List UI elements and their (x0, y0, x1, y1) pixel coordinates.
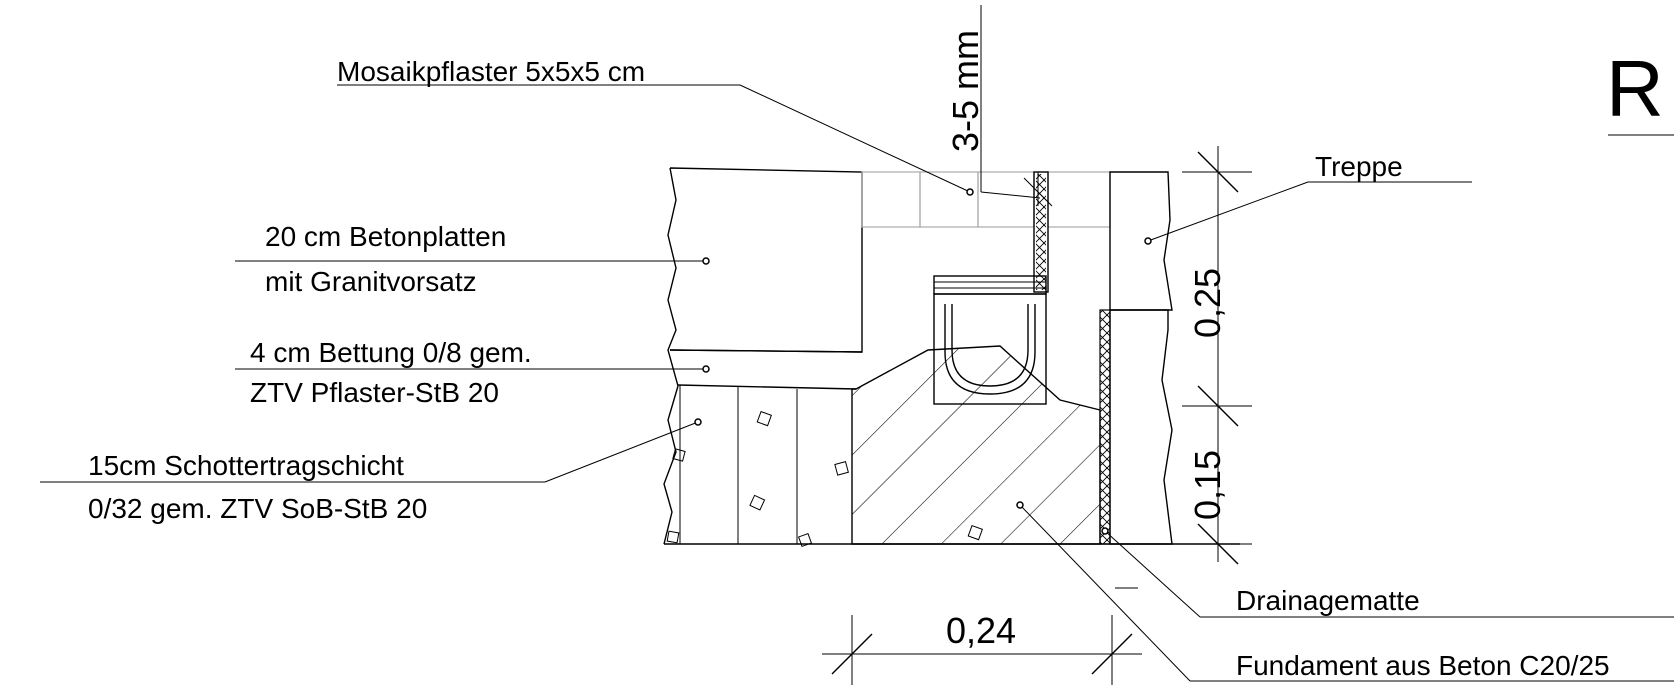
label-gravel-1: 15cm Schottertragschicht (88, 450, 404, 481)
label-foundation: Fundament aus Beton C20/25 (1236, 650, 1610, 681)
gravel-base-layer (663, 384, 857, 548)
label-concrete-slab-1: 20 cm Betonplatten (265, 221, 506, 252)
dimension-lines (822, 146, 1252, 685)
label-joint-gap: 3-5 mm (945, 30, 986, 152)
drainage-channel (933, 171, 1049, 405)
label-bedding-1: 4 cm Bettung 0/8 gem. (250, 337, 532, 368)
label-drainage-mat: Drainagematte (1236, 585, 1420, 616)
label-mosaic-paving: Mosaikpflaster 5x5x5 cm (337, 56, 645, 87)
title-fragment: R (1606, 44, 1664, 133)
label-bedding-2: ZTV Pflaster-StB 20 (250, 377, 499, 408)
label-concrete-slab-2: mit Granitvorsatz (265, 266, 477, 297)
label-gravel-2: 0/32 gem. ZTV SoB-StB 20 (88, 493, 427, 524)
mosaic-paving-tiles (861, 171, 1111, 228)
concrete-slab (667, 167, 863, 387)
label-stair: Treppe (1315, 151, 1403, 182)
dimension-label-width: 0,24 (946, 610, 1016, 651)
dimension-label-upper-height: 0,25 (1187, 268, 1228, 338)
stair-step (1099, 171, 1173, 545)
concrete-foundation (851, 345, 1101, 545)
dimension-label-lower-height: 0,15 (1187, 450, 1228, 520)
leader-lines (40, 5, 1674, 682)
